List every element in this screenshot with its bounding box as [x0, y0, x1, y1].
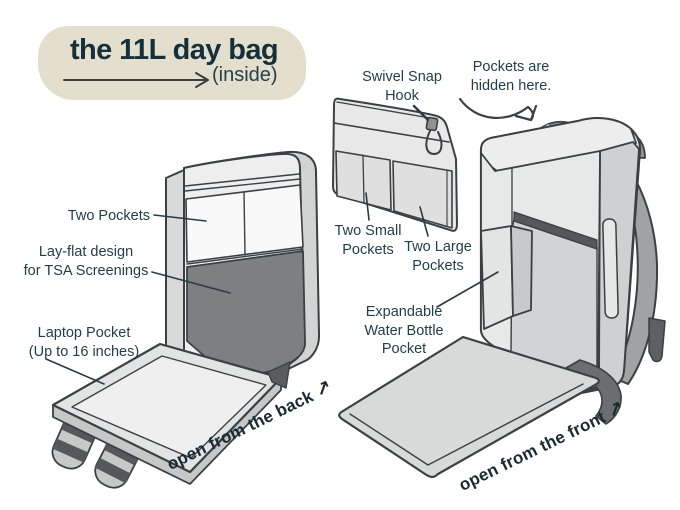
label-two-pockets: Two Pockets: [67, 208, 150, 224]
label-swivel-snap-hook: Swivel Snap Hook: [362, 69, 442, 104]
title-badge: [38, 26, 306, 100]
title-arrow-icon: [63, 72, 209, 88]
label-two-large-pockets: Two Large Pockets: [404, 239, 472, 274]
leader-lines: [45, 104, 499, 385]
organizer-flap-illustration: [332, 97, 458, 232]
left-bag-illustration: [51, 150, 321, 489]
curved-arrow-icon: [458, 97, 538, 122]
page-subtitle: (inside): [212, 64, 278, 86]
label-pockets-hidden: Pockets are hidden here.: [470, 59, 552, 94]
swivel-hook-icon: [425, 116, 443, 155]
right-bag-illustration: [338, 117, 666, 479]
page-title: the 11L day bag: [69, 34, 279, 66]
label-two-small-pockets: Two Small Pockets: [334, 223, 402, 258]
label-lay-flat-design: Lay-flat design for TSA Screenings: [23, 244, 149, 279]
label-water-bottle-pocket: Expandable Water Bottle Pocket: [364, 304, 444, 357]
label-laptop-pocket: Laptop Pocket (Up to 16 inches): [28, 325, 140, 360]
